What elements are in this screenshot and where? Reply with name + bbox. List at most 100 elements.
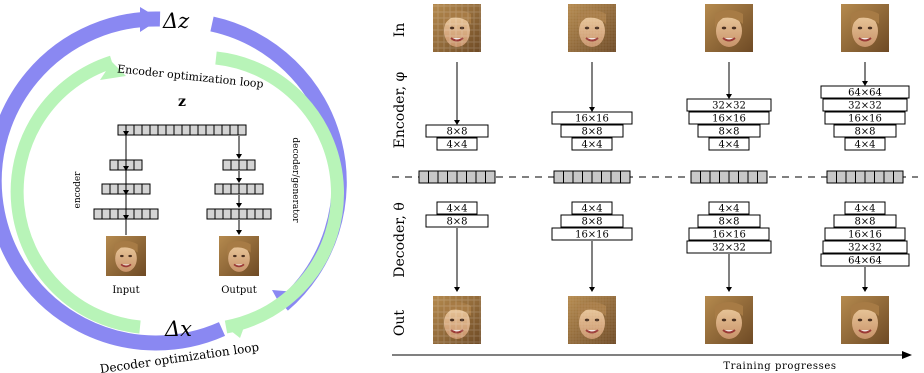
layer-cell (149, 124, 159, 136)
decoder-layer-1 (222, 159, 256, 171)
encoder-block: 4×4 (844, 137, 886, 151)
decoder-block-label: 4×4 (581, 204, 602, 215)
layer-cell (222, 159, 232, 171)
decoder-layer-2 (214, 183, 264, 195)
layer-cell (237, 124, 247, 136)
row-decoder-label: Decoder, θ (392, 202, 408, 278)
encoder-block: 16×16 (551, 111, 633, 125)
left-panel: Δz Δx Encoder optimization loop Decoder … (0, 7, 347, 373)
decoder-block: 8×8 (425, 214, 489, 228)
dec-arrow-c-head (236, 203, 242, 208)
encoder-loop-arc-right (215, 51, 344, 334)
encoder-block-label: 32×32 (848, 101, 882, 112)
layer-cell (165, 124, 175, 136)
latent-code-bar (418, 170, 496, 184)
decoder-to-out-arrow-head (454, 287, 460, 292)
autoencoder-schematic (93, 124, 272, 235)
latent-z-layer (117, 124, 247, 136)
decoder-block-label: 32×32 (712, 243, 746, 254)
stage-2: 16×168×84×44×48×816×16 (551, 4, 633, 344)
encoder-block-label: 4×4 (854, 140, 875, 151)
decoder-block: 4×4 (708, 201, 750, 215)
layer-cell (109, 159, 119, 171)
layer-cell (213, 124, 223, 136)
layer-cell (101, 208, 111, 220)
layer-cell (229, 124, 239, 136)
inner-loop-arrowhead-top (100, 62, 126, 80)
encoder-block: 64×64 (820, 85, 910, 99)
decoder-block-label: 8×8 (581, 217, 602, 228)
encoder-block-label: 16×16 (848, 114, 882, 125)
decoder-block: 16×16 (551, 227, 633, 241)
training-axis-label: Training progresses (723, 361, 836, 372)
output-image-stage-1 (433, 296, 481, 344)
output-image-stage-2 (568, 296, 616, 344)
outer-loop-arrowhead (140, 7, 160, 32)
layer-cell (93, 208, 103, 220)
layer-cell (206, 208, 216, 220)
row-in-label: In (392, 23, 408, 38)
encoder-block-label: 64×64 (848, 88, 882, 99)
decoder-block-label: 32×32 (848, 243, 882, 254)
layer-cell (221, 124, 231, 136)
decoder-block: 4×4 (436, 201, 478, 215)
layer-cell (254, 183, 264, 195)
in-to-encoder-arrow-head (589, 107, 595, 112)
decoder-block-label: 64×64 (848, 256, 882, 267)
latent-code-bar (690, 170, 768, 184)
input-image-stage-2 (568, 4, 616, 52)
encoder-block: 4×4 (571, 137, 613, 151)
layer-cell (133, 208, 143, 220)
layer-cell (181, 124, 191, 136)
latent-code-bar (826, 170, 904, 184)
layer-cell (197, 124, 207, 136)
enc-arrow-a-head (123, 215, 129, 220)
decoder-block: 8×8 (697, 214, 761, 228)
encoder-layer-1 (93, 208, 159, 220)
decoder-block: 32×32 (686, 240, 772, 254)
training-stages: 8×84×44×48×816×168×84×44×48×816×1632×321… (418, 4, 910, 344)
stage-1: 8×84×44×48×8 (418, 4, 496, 344)
layer-cell (205, 124, 215, 136)
dec-arrow-d-head (236, 230, 242, 235)
enc-arrow-c-head (123, 166, 129, 171)
layer-cell (222, 208, 232, 220)
decoder-layer-3 (206, 208, 272, 220)
layer-cell (238, 159, 248, 171)
layer-cell (246, 159, 256, 171)
encoder-layer-3 (109, 159, 143, 171)
decoder-optimization-loop-arc (0, 11, 226, 351)
inner-loop-arrowhead (226, 316, 248, 338)
encoder-block-label: 4×4 (718, 140, 739, 151)
decoder-block: 16×16 (824, 227, 906, 241)
output-face-image (219, 236, 259, 276)
input-image-stage-4 (841, 4, 889, 52)
in-to-encoder-arrow-head (726, 94, 732, 99)
encoder-block: 32×32 (686, 98, 772, 112)
layer-cell (214, 183, 224, 195)
encoder-block-label: 16×16 (712, 114, 746, 125)
input-label: Input (112, 285, 139, 296)
layer-cell (262, 208, 272, 220)
decoder-block: 16×16 (688, 227, 770, 241)
decoder-to-out-arrow-head (862, 287, 868, 292)
layer-cell (230, 208, 240, 220)
layer-cell (149, 208, 159, 220)
encoder-block: 4×4 (708, 137, 750, 151)
layer-cell (173, 124, 183, 136)
decoder-block-label: 8×8 (854, 217, 875, 228)
encoder-block: 16×16 (688, 111, 770, 125)
decoder-block-label: 4×4 (854, 204, 875, 215)
layer-cell (246, 183, 256, 195)
encoder-block: 8×8 (833, 124, 897, 138)
layer-cell (222, 183, 232, 195)
encoder-block: 16×16 (824, 111, 906, 125)
encoder-block-label: 8×8 (854, 127, 875, 138)
decoder-block-label: 4×4 (718, 204, 739, 215)
dec-arrow-b-head (236, 178, 242, 183)
row-out-label: Out (392, 310, 408, 336)
encoder-block: 8×8 (560, 124, 624, 138)
decoder-block: 8×8 (833, 214, 897, 228)
output-image-stage-4 (841, 296, 889, 344)
